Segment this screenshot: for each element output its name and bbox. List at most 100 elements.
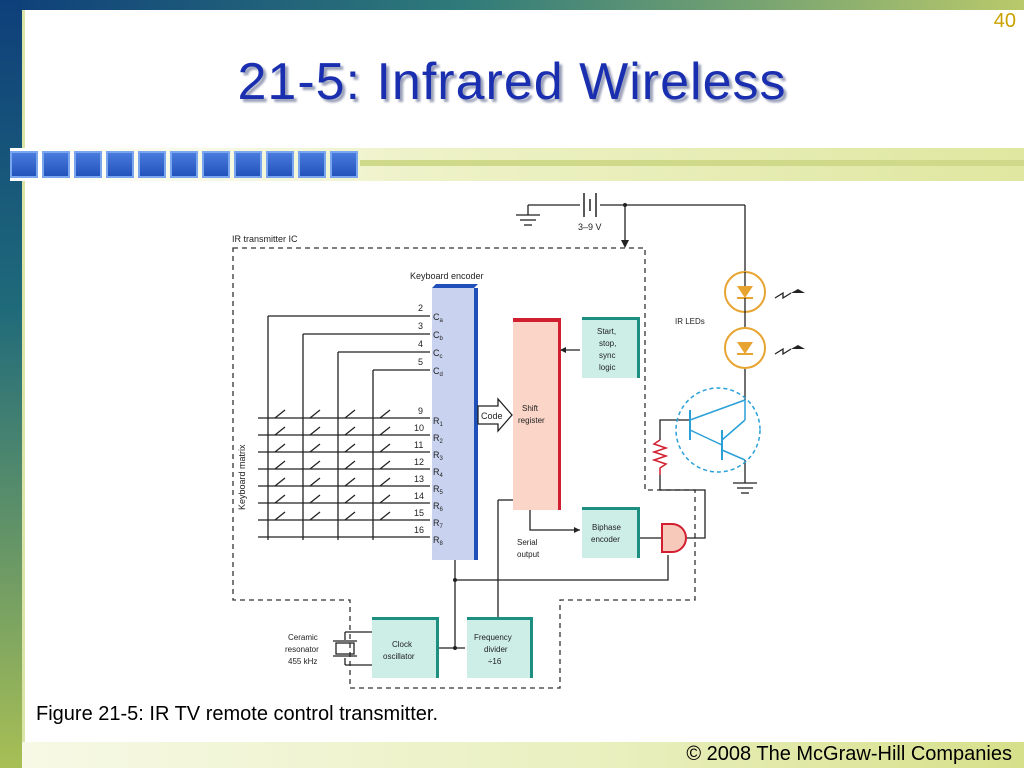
column-wire-d bbox=[372, 369, 430, 540]
resistor-to-base-wire bbox=[659, 419, 690, 440]
copyright-notice: © 2008 The McGraw-Hill Companies bbox=[686, 743, 1012, 765]
pin-number: 14 bbox=[414, 491, 424, 501]
battery-symbol bbox=[583, 193, 597, 217]
divider-label-2: divider bbox=[484, 645, 508, 654]
ceramic-resonator bbox=[335, 642, 355, 655]
pin-name: Cb bbox=[433, 330, 444, 342]
shift-register-side-edge bbox=[558, 318, 561, 510]
biphase-label-2: encoder bbox=[591, 535, 620, 544]
decorative-squares bbox=[10, 149, 362, 180]
logic-arrow bbox=[560, 347, 566, 353]
divider-label-1: Frequency bbox=[474, 633, 512, 642]
divider-label-3: ÷16 bbox=[488, 657, 502, 666]
ground-symbol bbox=[516, 214, 540, 226]
figure-caption: Figure 21-5: IR TV remote control transm… bbox=[36, 703, 439, 725]
ic-label: IR transmitter IC bbox=[232, 234, 298, 244]
shift-register-top-edge bbox=[513, 318, 558, 322]
frequency-divider-block bbox=[467, 620, 530, 678]
decor-square bbox=[330, 151, 358, 178]
serial-output-wire bbox=[529, 510, 580, 531]
frame-bottom-bar bbox=[22, 742, 1024, 768]
decor-square bbox=[266, 151, 294, 178]
gate-clock-wire bbox=[455, 555, 669, 581]
title-underline-stripe bbox=[360, 160, 1024, 166]
ceramic-label-2: resonator bbox=[285, 645, 319, 654]
battery-label: 3–9 V bbox=[578, 222, 602, 232]
decor-square bbox=[202, 151, 230, 178]
logic-label-1: Start, bbox=[597, 327, 616, 336]
pin-name: R8 bbox=[433, 535, 444, 547]
row-wires bbox=[258, 417, 430, 538]
clock-top-edge bbox=[372, 617, 439, 620]
decor-square bbox=[74, 151, 102, 178]
serial-output-label-2: output bbox=[517, 550, 540, 559]
column-wire-c bbox=[337, 351, 430, 540]
code-label: Code bbox=[481, 411, 503, 421]
pin-number: 3 bbox=[418, 321, 423, 331]
shift-register-block bbox=[513, 322, 558, 510]
slide-title: 21-5: Infrared Wireless bbox=[237, 53, 787, 111]
decor-square bbox=[170, 151, 198, 178]
pin-name: R6 bbox=[433, 501, 444, 513]
keyboard-encoder-block bbox=[432, 288, 474, 560]
ir-leds-label: IR LEDs bbox=[675, 317, 705, 326]
encoder-label: Keyboard encoder bbox=[410, 271, 484, 281]
encoder-top-edge bbox=[432, 284, 478, 288]
pin-number: 5 bbox=[418, 357, 423, 367]
ir-led-2 bbox=[724, 327, 805, 369]
decor-square bbox=[10, 151, 38, 178]
shift-register-label-1: Shift bbox=[522, 404, 539, 413]
logic-label-2: stop, bbox=[599, 339, 616, 348]
pin-name: R3 bbox=[433, 450, 444, 462]
pin-name: R1 bbox=[433, 416, 444, 428]
gate-to-resistor-wire bbox=[659, 475, 706, 539]
ceramic-label-3: 455 kHz bbox=[288, 657, 317, 666]
pin-name: Cc bbox=[433, 348, 443, 360]
pin-name: R2 bbox=[433, 433, 444, 445]
page-number: 40 bbox=[993, 10, 1016, 32]
pin-number: 11 bbox=[414, 440, 423, 450]
pin-number: 10 bbox=[414, 423, 424, 433]
biphase-edge bbox=[637, 507, 640, 558]
supply-arrow bbox=[621, 240, 629, 248]
serial-output-label-1: Serial bbox=[517, 538, 538, 547]
clock-oscillator-block bbox=[372, 620, 436, 678]
frame-inner-left-line bbox=[22, 10, 25, 768]
decor-square bbox=[106, 151, 134, 178]
pin-name: Cd bbox=[433, 366, 443, 378]
clock-label-2: oscillator bbox=[383, 652, 415, 661]
code-arrow bbox=[477, 397, 513, 433]
ceramic-label-1: Ceramic bbox=[288, 633, 318, 642]
logic-top-edge bbox=[582, 317, 640, 320]
clock-edge bbox=[436, 617, 439, 678]
junction-dots bbox=[453, 203, 627, 650]
column-wire-a bbox=[267, 315, 430, 540]
decor-square bbox=[42, 151, 70, 178]
biphase-encoder-block bbox=[582, 510, 637, 558]
key-switches bbox=[274, 409, 391, 521]
pin-name: R4 bbox=[433, 467, 444, 479]
frame-left-bar bbox=[0, 0, 22, 768]
decor-square bbox=[298, 151, 326, 178]
biphase-label-1: Biphase bbox=[592, 523, 621, 532]
shift-register-label-2: register bbox=[518, 416, 545, 425]
darlington-transistor bbox=[675, 387, 761, 473]
frame-top-bar bbox=[0, 0, 1024, 10]
serial-arrow bbox=[574, 527, 580, 533]
pin-name: R7 bbox=[433, 518, 444, 530]
and-gate bbox=[661, 523, 687, 553]
pin-number: 12 bbox=[414, 457, 424, 467]
pin-name: Ca bbox=[433, 312, 444, 324]
decor-square bbox=[234, 151, 262, 178]
base-resistor bbox=[651, 439, 669, 475]
logic-label-3: sync bbox=[599, 351, 615, 360]
resonator-wires bbox=[344, 631, 372, 666]
encoder-edge bbox=[474, 288, 478, 560]
matrix-label: Keyboard matrix bbox=[237, 444, 247, 510]
pin-number: 15 bbox=[414, 508, 424, 518]
ic-boundary bbox=[232, 247, 696, 689]
ir-led-1 bbox=[724, 271, 805, 330]
ground-symbol-transistor bbox=[733, 482, 757, 494]
logic-edge bbox=[637, 317, 640, 378]
pin-number: 16 bbox=[414, 525, 424, 535]
